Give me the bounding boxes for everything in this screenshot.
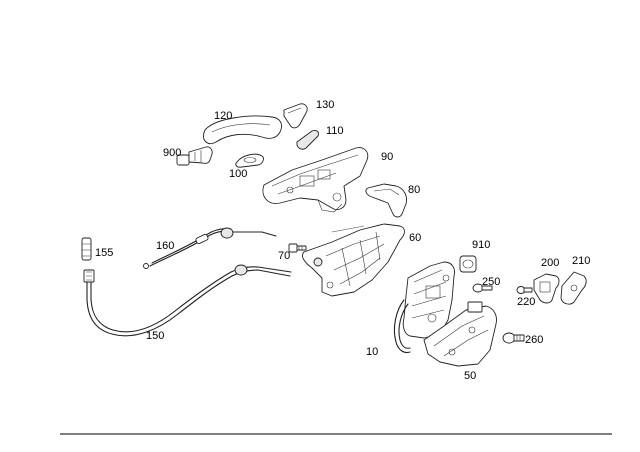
part-210-shim[interactable] — [560, 271, 587, 305]
part-10-door-lock[interactable] — [393, 261, 455, 354]
callout-60: 60 — [409, 232, 421, 244]
callout-110: 110 — [326, 125, 344, 137]
part-250-screw[interactable] — [472, 283, 493, 293]
callout-50: 50 — [464, 370, 476, 382]
part-220-screw[interactable] — [516, 286, 533, 294]
part-260-bolt[interactable] — [502, 332, 525, 344]
callout-80: 80 — [408, 184, 420, 196]
callout-90: 90 — [381, 151, 393, 163]
part-160-cable[interactable] — [143, 227, 277, 269]
part-110-gasket[interactable] — [296, 129, 319, 150]
part-120-door-handle[interactable] — [203, 115, 283, 145]
callout-155: 155 — [95, 247, 113, 259]
callout-210: 210 — [572, 255, 590, 267]
callout-910: 910 — [472, 239, 490, 251]
callout-200: 200 — [541, 257, 559, 269]
callout-150: 150 — [146, 330, 164, 342]
callout-260: 260 — [525, 334, 543, 346]
part-900-lock-cylinder[interactable] — [176, 146, 213, 166]
callout-130: 130 — [316, 99, 334, 111]
part-70-bolt[interactable] — [288, 243, 307, 253]
callout-120: 120 — [214, 110, 232, 122]
part-155-clip[interactable] — [81, 237, 92, 261]
callout-10: 10 — [366, 346, 378, 358]
part-50-lock-bracket[interactable] — [423, 301, 497, 367]
part-150-cable[interactable] — [83, 264, 292, 337]
callout-160: 160 — [156, 240, 174, 252]
part-910-grommet[interactable] — [459, 255, 477, 273]
callout-100: 100 — [229, 168, 247, 180]
part-200-striker[interactable] — [533, 273, 560, 304]
part-90-handle-carrier[interactable] — [262, 147, 369, 213]
part-130-handle-cap[interactable] — [283, 103, 308, 129]
part-80-bracket[interactable] — [365, 183, 407, 218]
callout-900: 900 — [163, 147, 181, 159]
part-100-gasket[interactable] — [235, 153, 264, 168]
callout-220: 220 — [517, 296, 535, 308]
callout-70: 70 — [278, 250, 290, 262]
part-60-bracket[interactable] — [301, 223, 405, 297]
callout-250: 250 — [482, 276, 500, 288]
